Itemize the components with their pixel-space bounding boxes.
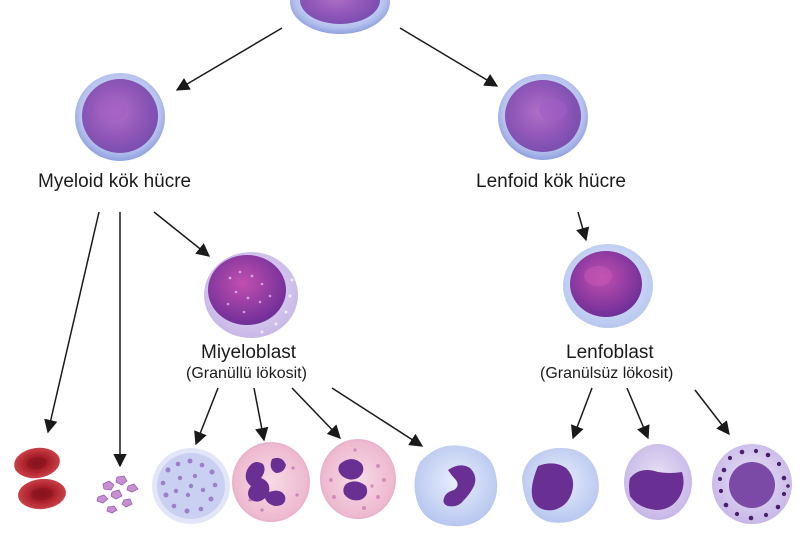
arrow-lymphoblast-to-lymphocyte bbox=[571, 387, 593, 440]
arrow-lymphoblast-to-mast bbox=[694, 389, 730, 436]
hematopoietic-stem-cell bbox=[290, 0, 390, 34]
label-lymphoblast: Lenfoblast bbox=[566, 342, 654, 363]
label-myeloblast: Miyeloblast bbox=[201, 342, 297, 363]
arrow-myeloid-to-myeloblast bbox=[153, 211, 211, 257]
monocyte-cell bbox=[414, 445, 498, 527]
mast-cell bbox=[712, 444, 792, 524]
arrow-myeloid-to-erythrocyte bbox=[44, 211, 100, 434]
label-lymphoid-stem-cell: Lenfoid kök hücre bbox=[476, 171, 626, 192]
arrow-stem-to-myeloid bbox=[175, 27, 283, 91]
myeloblast-cell bbox=[204, 252, 298, 338]
arrow-stem-to-lymphoid bbox=[399, 27, 499, 87]
label-lymphoblast-sub: (Granülsüz lökosit) bbox=[540, 365, 674, 382]
label-myeloblast-sub: (Granüllü lökosit) bbox=[186, 365, 307, 382]
arrow-lymphoid-to-lymphoblast bbox=[576, 211, 590, 242]
lymphocyte-cell bbox=[522, 447, 599, 523]
arrow-myeloblast-to-monocyte bbox=[331, 387, 424, 447]
eosinophil-cell bbox=[320, 439, 396, 519]
arrow-lymphoblast-to-small-lymphocyte bbox=[626, 387, 650, 440]
arrow-myeloblast-to-neutrophil bbox=[253, 387, 269, 442]
arrow-myeloblast-to-eosinophil bbox=[291, 387, 341, 439]
arrows bbox=[44, 27, 730, 468]
small-lymphocyte-cell bbox=[624, 444, 692, 520]
platelets bbox=[96, 475, 139, 514]
myeloid-stem-cell bbox=[75, 73, 165, 161]
arrow-myeloblast-to-basophil bbox=[194, 387, 219, 446]
neutrophil-cell bbox=[232, 442, 310, 522]
basophil-cell bbox=[152, 448, 230, 524]
lymphoid-stem-cell bbox=[498, 74, 588, 160]
lymphoblast-cell bbox=[563, 244, 653, 328]
erythrocytes bbox=[14, 447, 66, 510]
label-myeloid-stem-cell: Myeloid kök hücre bbox=[38, 171, 192, 192]
